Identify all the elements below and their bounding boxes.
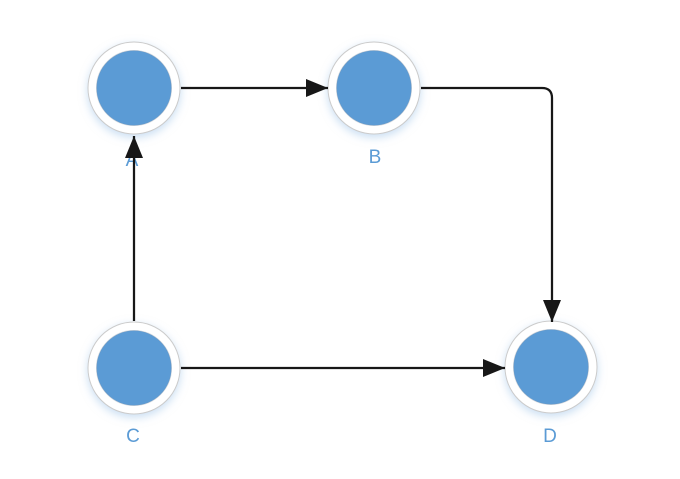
node-label-D: D [543, 426, 557, 447]
edge-B-D[interactable] [421, 86, 561, 322]
node-disc-B [336, 50, 412, 126]
node-label-B: B [369, 147, 382, 168]
node-D[interactable] [504, 320, 598, 414]
node-label-A: A [126, 150, 139, 171]
node-disc-C [96, 330, 172, 406]
node-disc-A [96, 50, 172, 126]
node-C[interactable] [87, 321, 181, 415]
node-A[interactable] [87, 41, 181, 135]
node-disc-D [513, 329, 589, 405]
node-label-C: C [126, 426, 140, 447]
node-B[interactable] [327, 41, 421, 135]
